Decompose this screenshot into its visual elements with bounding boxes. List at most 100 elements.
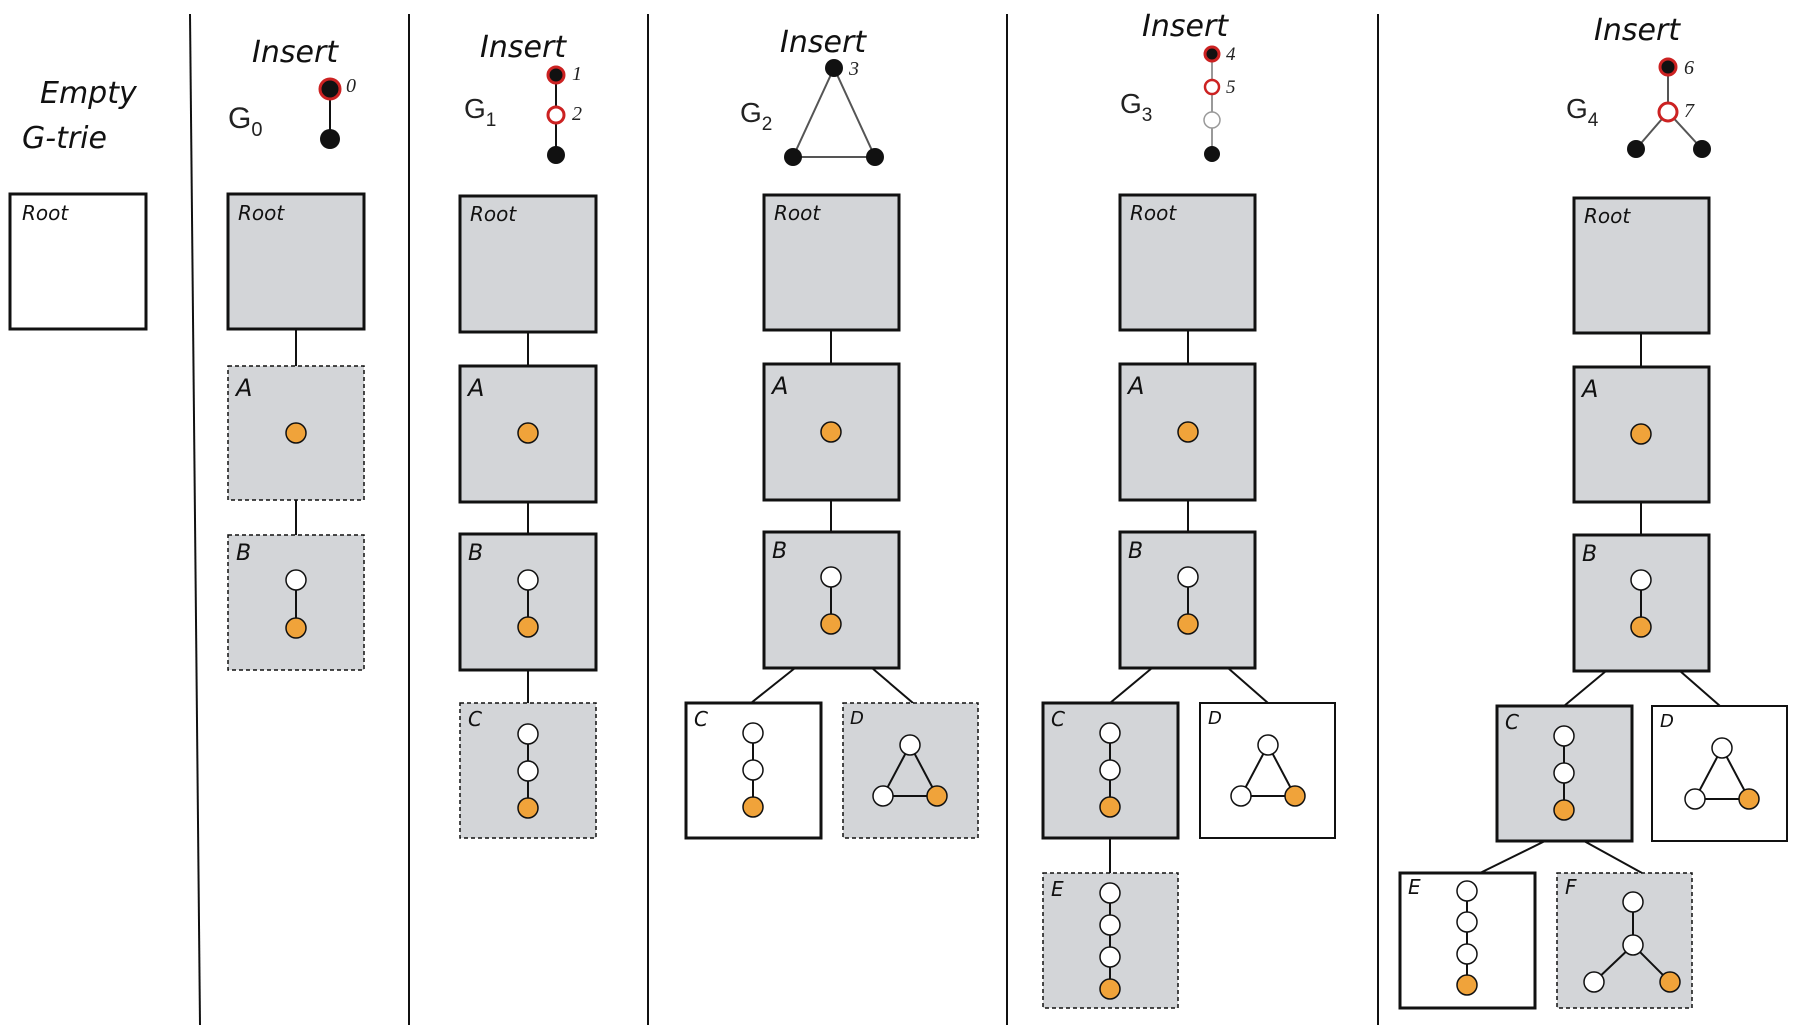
highlight-node [1630,616,1652,638]
highlight-node [742,796,764,818]
node [825,59,843,77]
graph-subscript: 3 [1142,105,1153,126]
node [872,785,894,807]
node [1177,566,1199,588]
node [1456,943,1478,965]
highlight-node [820,613,842,635]
highlight-node [1099,796,1121,818]
node [1693,140,1711,158]
new-node [1203,78,1221,96]
column-g3: Insert G3 4 5 Root A B C D [1041,9,1336,1009]
node [1203,111,1221,129]
graph-name-g4: G4 [1566,93,1599,131]
node [1230,785,1252,807]
pattern-graph-g3: 4 5 [1203,44,1236,162]
root-box [1572,196,1711,335]
node [1257,734,1279,756]
trie-node-b [458,532,598,672]
graph-letter: G [464,93,486,124]
column-g1: Insert G1 1 2 Root A B C [458,30,598,839]
trie-edge [1679,670,1721,707]
node [1099,759,1121,781]
node [1456,880,1478,902]
insert-label: Insert [780,25,867,60]
graph-name-g3: G3 [1120,88,1152,126]
trie-label-a: A [1126,372,1144,400]
highlight-node [820,421,842,443]
highlight-node [926,785,948,807]
divider-1 [189,13,201,1026]
empty-label-line1: Empty [40,76,138,111]
graph-subscript: 0 [251,119,262,141]
triangle-edges [1239,742,1297,797]
graph-subscript: 4 [1588,110,1599,131]
node [547,146,565,164]
node-number: 6 [1684,57,1694,79]
node [742,722,764,744]
highlight-node [1099,978,1121,1000]
root-label: Root [22,201,69,225]
trie-label-d: D [1660,711,1674,732]
graph-subscript: 2 [762,114,773,135]
pattern-graph-g0: 0 [318,75,356,149]
trie-node-d [1651,705,1788,842]
graph-name-g2: G2 [740,97,772,135]
pattern-graph-g4: 6 7 [1627,57,1711,158]
node [1099,722,1121,744]
node [1099,914,1121,936]
highlight-node [1177,421,1199,443]
highlight-node [1177,613,1199,635]
new-node [318,77,342,101]
node [1622,891,1644,913]
root-box [1118,193,1257,332]
highlight-node [517,797,539,819]
insert-label: Insert [480,30,567,65]
graph-letter: G [228,102,251,135]
node [1204,146,1220,162]
insert-label: Insert [1594,13,1681,48]
node [866,148,884,166]
triangle-edges [1693,745,1751,800]
highlight-node [517,422,539,444]
node [320,129,340,149]
trie-edge [750,667,796,704]
node [784,148,802,166]
trie-label-b: B [772,539,787,564]
trie-edge [1563,670,1607,707]
trie-edge [1583,840,1643,874]
column-g2: Insert G2 3 Root A B C D [684,25,979,840]
trie-edge [871,667,914,704]
trie-label-a: A [770,372,788,400]
node [517,760,539,782]
node [1553,762,1575,784]
root-label: Root [470,202,517,226]
trie-edge [1109,667,1153,704]
triangle-edges [791,65,877,158]
node-number: 7 [1684,100,1695,122]
pattern-graph-g2: 3 [784,58,884,166]
root-label: Root [1584,204,1631,228]
node-number: 5 [1226,77,1236,98]
node-number: 1 [572,63,582,85]
root-label: Root [238,201,285,225]
empty-label-line2: G-trie [22,121,107,156]
trie-label-c: C [468,707,482,731]
node [1630,569,1652,591]
highlight-node [285,422,307,444]
trie-label-c: C [694,707,708,731]
new-node [1657,101,1679,123]
highlight-node [1284,785,1306,807]
root-label: Root [774,201,821,225]
highlight-node [1738,788,1760,810]
graph-letter: G [1120,88,1142,119]
node-number: 4 [1226,44,1236,65]
graph-subscript: 1 [486,110,497,131]
trie-label-a: A [1580,375,1598,403]
node [517,723,539,745]
root-box-empty [8,192,148,331]
trie-label-b: B [236,541,251,566]
highlight-node [285,617,307,639]
trie-label-b: B [468,541,483,566]
insert-label: Insert [252,35,339,70]
node [1583,971,1605,993]
